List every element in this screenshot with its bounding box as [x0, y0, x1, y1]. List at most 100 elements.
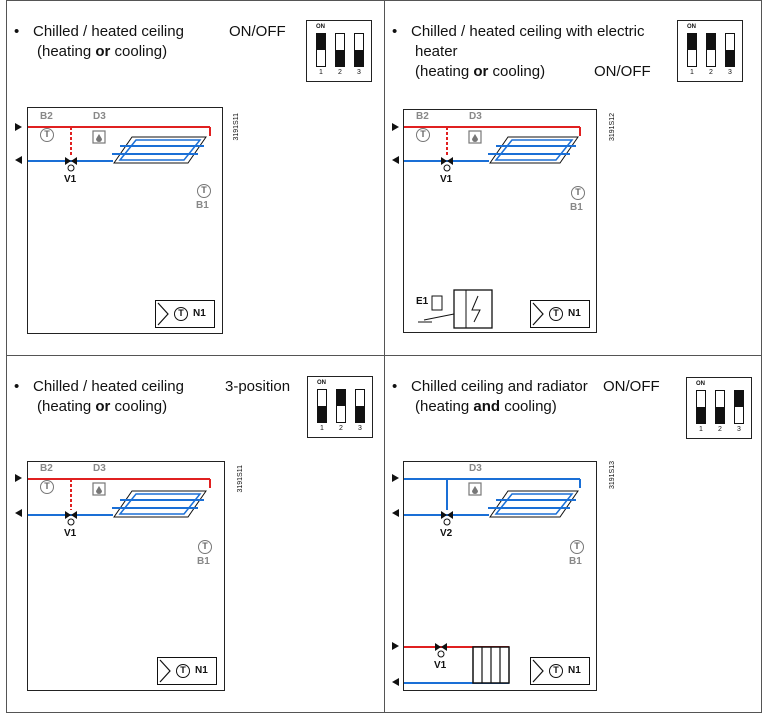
dip-switch-3 — [355, 389, 365, 423]
schematic-svg — [28, 126, 211, 172]
supply-arrow — [15, 474, 22, 482]
label-v1: V1 — [64, 174, 77, 185]
dip-switch-2 — [715, 390, 725, 424]
diagram-code: 3191S12 — [609, 113, 616, 142]
label-n1: N1 — [568, 308, 581, 319]
dip-switch: ON 1 2 3 — [307, 376, 373, 438]
control-mode: ON/OFF — [594, 63, 651, 80]
return-arrow — [15, 509, 22, 517]
bullet-dot: • — [392, 378, 398, 395]
dip-num-3: 3 — [737, 426, 741, 433]
mode-subtitle: (heating and cooling) — [415, 398, 557, 415]
schematic-diagram: B2 T D3 V1 T B1 T N1 — [27, 461, 225, 691]
label-b1: B1 — [569, 556, 582, 567]
dip-switch: ON 1 2 3 — [686, 377, 752, 439]
bullet-dot: • — [14, 23, 20, 40]
dip-num-2: 2 — [718, 426, 722, 433]
label-d3: D3 — [469, 463, 482, 474]
temperature-sensor-icon: T — [198, 540, 212, 554]
mode-subtitle: (heating or cooling) — [415, 63, 546, 80]
temperature-sensor-icon: T — [176, 664, 190, 678]
dip-switch-2 — [336, 389, 346, 423]
dip-on-label: ON — [687, 24, 696, 30]
schematic-svg — [404, 126, 581, 329]
dip-num-1: 1 — [699, 426, 703, 433]
label-b1: B1 — [570, 202, 583, 213]
label-n1: N1 — [195, 665, 208, 676]
control-mode: ON/OFF — [603, 378, 660, 395]
temperature-sensor-icon: T — [197, 184, 211, 198]
schematic-diagram: B2 T D3 V1 T B1 T N1 — [27, 107, 223, 334]
grid-middle-v — [384, 0, 385, 713]
schematic-diagram: B2 T D3 V1 T B1 E1 T N1 — [403, 109, 597, 333]
temperature-sensor-icon: T — [570, 540, 584, 554]
supply-arrow — [392, 123, 399, 131]
room-controller-icon: T N1 — [157, 657, 217, 685]
schematic-svg — [28, 478, 211, 526]
radiator-supply-arrow — [392, 642, 399, 650]
label-b1: B1 — [197, 556, 210, 567]
label-v1: V1 — [440, 174, 453, 185]
supply-arrow — [392, 474, 399, 482]
bullet-dot: • — [392, 23, 398, 40]
mode-subtitle: (heating or cooling) — [37, 43, 168, 60]
radiator-return-arrow — [392, 678, 399, 686]
temperature-sensor-icon: T — [549, 307, 563, 321]
diagram-code: 3191S13 — [609, 461, 616, 490]
label-b2: B2 — [40, 111, 53, 122]
control-mode: 3-position — [225, 378, 291, 395]
temperature-sensor-icon: T — [174, 307, 188, 321]
dip-switch-3 — [734, 390, 744, 424]
label-n1: N1 — [568, 665, 581, 676]
dip-switch: ON 1 2 3 — [306, 20, 372, 82]
label-n1: N1 — [193, 308, 206, 319]
mode-subtitle: (heating or cooling) — [37, 398, 168, 415]
label-e1: E1 — [416, 296, 429, 307]
dip-num-2: 2 — [339, 425, 343, 432]
label-d3: D3 — [93, 111, 106, 122]
return-arrow — [392, 509, 399, 517]
label-v1: V1 — [64, 528, 77, 539]
temperature-sensor-icon: T — [549, 664, 563, 678]
dip-num-1: 1 — [320, 425, 324, 432]
dip-num-3: 3 — [728, 69, 732, 76]
dip-switch-1 — [687, 33, 697, 67]
dip-num-3: 3 — [357, 69, 361, 76]
label-b1: B1 — [196, 200, 209, 211]
diagram-code: 3191S11 — [237, 465, 244, 493]
description: Chilled ceiling and radiator — [411, 378, 588, 395]
diagram-code: 3191S11 — [233, 113, 240, 141]
temperature-sensor-icon: T — [40, 480, 54, 494]
temperature-sensor-icon: T — [571, 186, 585, 200]
control-mode: ON/OFF — [229, 23, 286, 40]
description-line-2: heater — [415, 43, 458, 60]
label-d3: D3 — [469, 111, 482, 122]
dip-switch-2 — [706, 33, 716, 67]
description: Chilled / heated ceiling — [33, 378, 184, 395]
dip-switch-1 — [316, 33, 326, 67]
dip-switch-1 — [696, 390, 706, 424]
supply-arrow — [15, 123, 22, 131]
label-v2: V2 — [440, 528, 453, 539]
dip-num-1: 1 — [690, 69, 694, 76]
schematic-svg — [404, 478, 581, 684]
dip-switch-2 — [335, 33, 345, 67]
label-d3: D3 — [93, 463, 106, 474]
temperature-sensor-icon: T — [40, 128, 54, 142]
return-arrow — [392, 156, 399, 164]
dip-num-2: 2 — [338, 69, 342, 76]
dip-switch: ON 1 2 3 — [677, 20, 743, 82]
dip-num-2: 2 — [709, 69, 713, 76]
label-b2: B2 — [40, 463, 53, 474]
dip-switch-3 — [354, 33, 364, 67]
grid-right — [761, 0, 762, 713]
room-controller-icon: T N1 — [155, 300, 215, 328]
room-controller-icon: T N1 — [530, 300, 590, 328]
dip-on-label: ON — [317, 380, 326, 386]
temperature-sensor-icon: T — [416, 128, 430, 142]
dip-on-label: ON — [316, 24, 325, 30]
bullet-dot: • — [14, 378, 20, 395]
dip-switch-1 — [317, 389, 327, 423]
description: Chilled / heated ceiling — [33, 23, 184, 40]
return-arrow — [15, 156, 22, 164]
